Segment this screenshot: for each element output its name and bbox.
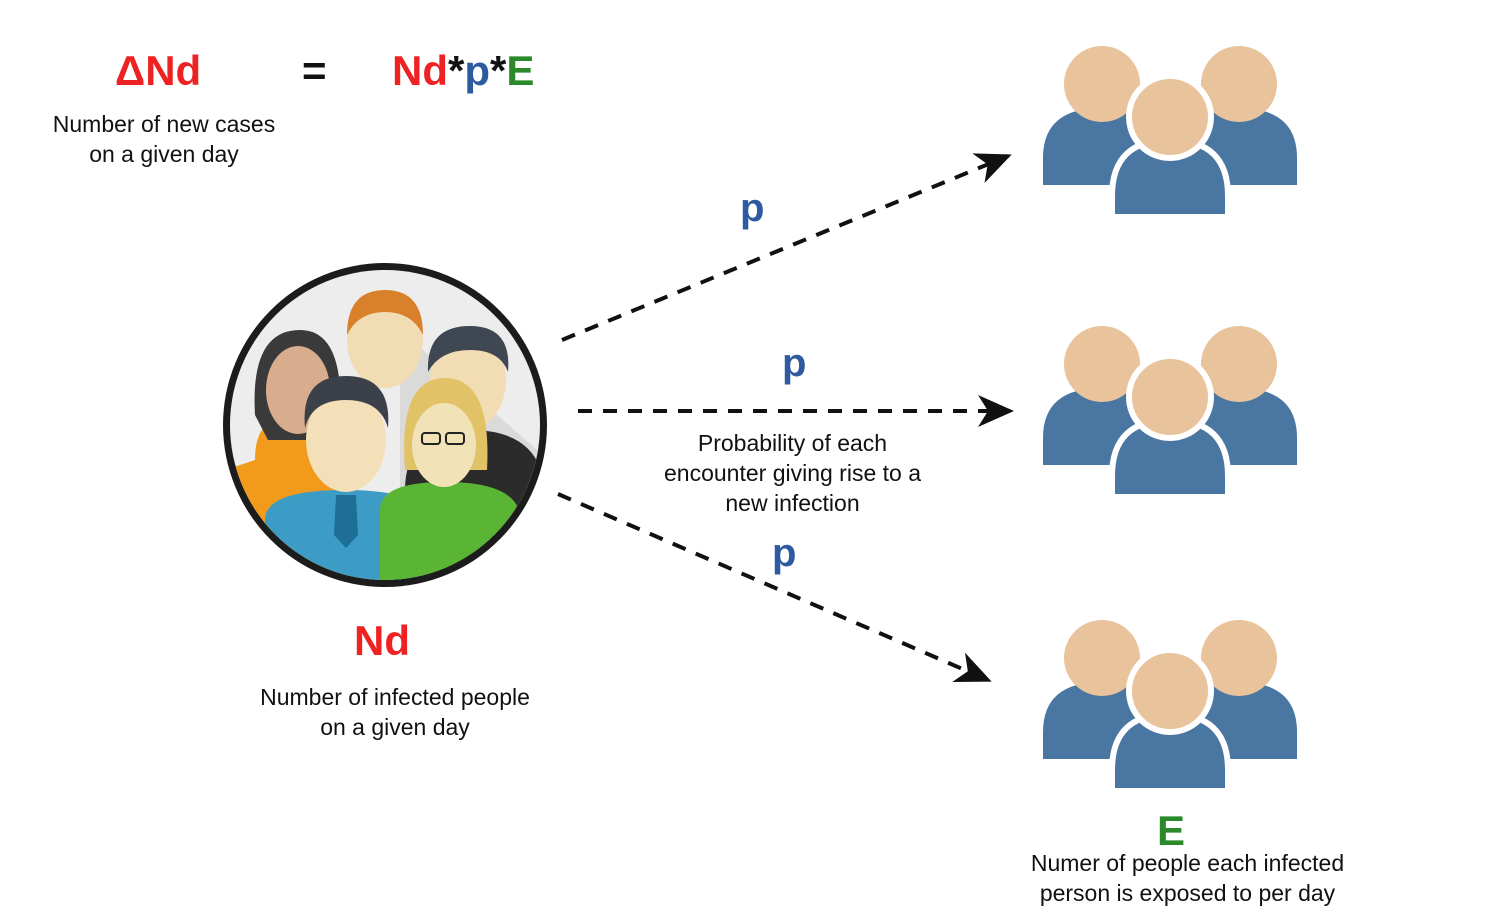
equation-e: E — [506, 47, 535, 94]
e-label: E — [1157, 807, 1186, 854]
desc-line: Number of infected people — [260, 684, 530, 710]
arrow-line-top — [561, 153, 1012, 342]
people-group-icon — [1043, 326, 1297, 497]
infected-description: Number of infected people on a given day — [225, 682, 565, 742]
people-group-icon — [1043, 46, 1297, 217]
infected-people-circle-icon — [223, 263, 547, 587]
equals-sign: = — [302, 47, 327, 94]
new-cases-description: Number of new cases on a given day — [14, 109, 314, 169]
delta-nd-label: ΔNd — [115, 47, 202, 94]
desc-line: encounter giving rise to a — [664, 460, 921, 486]
desc-line: Numer of people each infected — [1030, 850, 1345, 876]
equation-rhs: Nd*p*E — [392, 50, 534, 92]
equation-nd: Nd — [392, 47, 448, 94]
arrow-line-bottom — [557, 492, 992, 682]
probability-label-middle: p — [782, 341, 807, 385]
probability-description: Probability of each encounter giving ris… — [630, 428, 955, 518]
nd-label: Nd — [354, 617, 410, 664]
equation-star: * — [490, 47, 507, 94]
people-group-icon — [1043, 620, 1297, 791]
equation-p: p — [464, 47, 491, 94]
equation-star: * — [448, 47, 465, 94]
probability-label-bottom: p — [772, 531, 797, 575]
desc-line: on a given day — [89, 141, 239, 167]
desc-line: on a given day — [320, 714, 470, 740]
desc-line: person is exposed to per day — [1039, 880, 1336, 906]
desc-line: new infection — [725, 490, 860, 516]
probability-label-top: p — [740, 186, 765, 230]
exposed-description: Numer of people each infected person is … — [1000, 848, 1375, 908]
desc-line: Number of new cases — [52, 111, 276, 137]
desc-line: Probability of each — [697, 430, 888, 456]
